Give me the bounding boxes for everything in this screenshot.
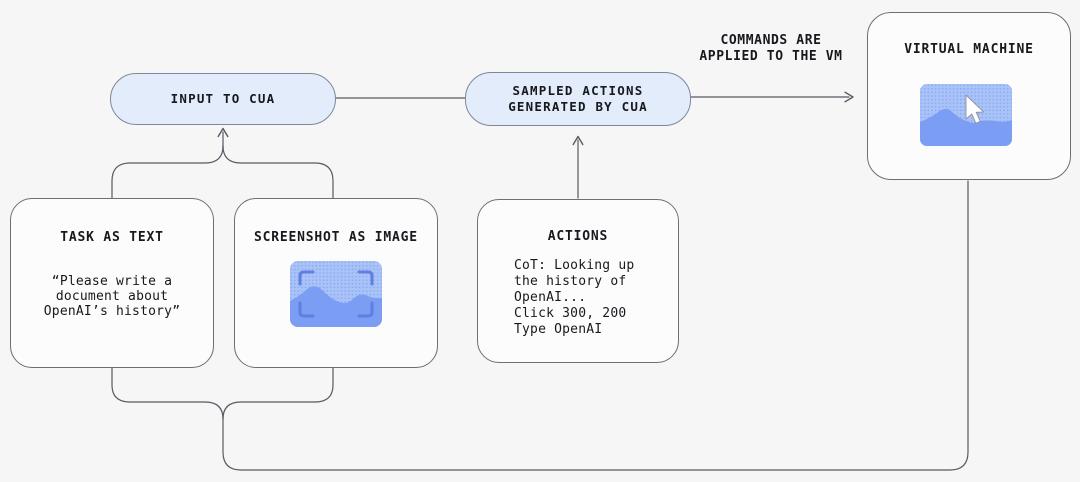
brace-top-right <box>222 145 334 199</box>
vm-screen-thumbnail <box>920 84 1012 146</box>
actions-body-line: the history of <box>514 274 627 289</box>
actions-body-line: Type OpenAI <box>514 322 603 337</box>
arrowhead-up-icon <box>217 127 229 138</box>
brace-top-left <box>111 145 224 199</box>
node-input-to-cua-label: INPUT TO CUA <box>170 91 276 106</box>
brace-bottom-left <box>111 367 224 420</box>
card-task-as-text: TASK AS TEXT “Please write a document ab… <box>10 198 214 368</box>
node-sampled-actions-label-line2: GENERATED BY CUA <box>508 99 648 114</box>
annotation-line1: COMMANDS ARE <box>720 33 822 48</box>
arrowhead-right-icon <box>844 91 854 103</box>
annotation-line2: APPLIED TO THE VM <box>699 49 843 64</box>
card-task-body: “Please write a document about OpenAI’s … <box>11 274 213 319</box>
arrowhead-up-icon <box>572 135 584 146</box>
card-virtual-machine: VIRTUAL MACHINE <box>867 12 1071 180</box>
viewfinder-brackets-icon <box>298 270 374 318</box>
actions-body-line: OpenAI... <box>514 290 587 305</box>
card-actions-body: CoT: Looking up the history of OpenAI...… <box>514 258 678 338</box>
node-sampled-actions-label-line1: SAMPLED ACTIONS <box>512 83 644 98</box>
card-screenshot-title: SCREENSHOT AS IMAGE <box>254 230 418 245</box>
screenshot-with-viewfinder-icon <box>290 261 382 327</box>
node-sampled-actions: SAMPLED ACTIONS GENERATED BY CUA <box>465 72 691 126</box>
screenshot-with-cursor-icon <box>920 84 1012 146</box>
card-actions: ACTIONS CoT: Looking up the history of O… <box>477 199 679 363</box>
actions-body-line: Click 300, 200 <box>514 306 627 321</box>
brace-bottom-right <box>222 367 334 420</box>
card-vm-title: VIRTUAL MACHINE <box>904 42 1034 57</box>
card-screenshot-as-image: SCREENSHOT AS IMAGE <box>234 198 438 368</box>
task-body-line: OpenAI’s history” <box>43 304 181 319</box>
node-input-to-cua: INPUT TO CUA <box>110 73 336 125</box>
task-body-line: “Please write a <box>51 274 173 289</box>
cursor-icon <box>965 94 985 124</box>
feedback-loop-vm-to-inputs <box>222 180 969 471</box>
card-task-title: TASK AS TEXT <box>60 230 164 245</box>
task-body-line: document about <box>55 289 169 304</box>
card-actions-title: ACTIONS <box>547 229 609 244</box>
actions-body-line: CoT: Looking up <box>514 258 635 273</box>
commands-applied-annotation: COMMANDS ARE APPLIED TO THE VM <box>690 33 852 65</box>
